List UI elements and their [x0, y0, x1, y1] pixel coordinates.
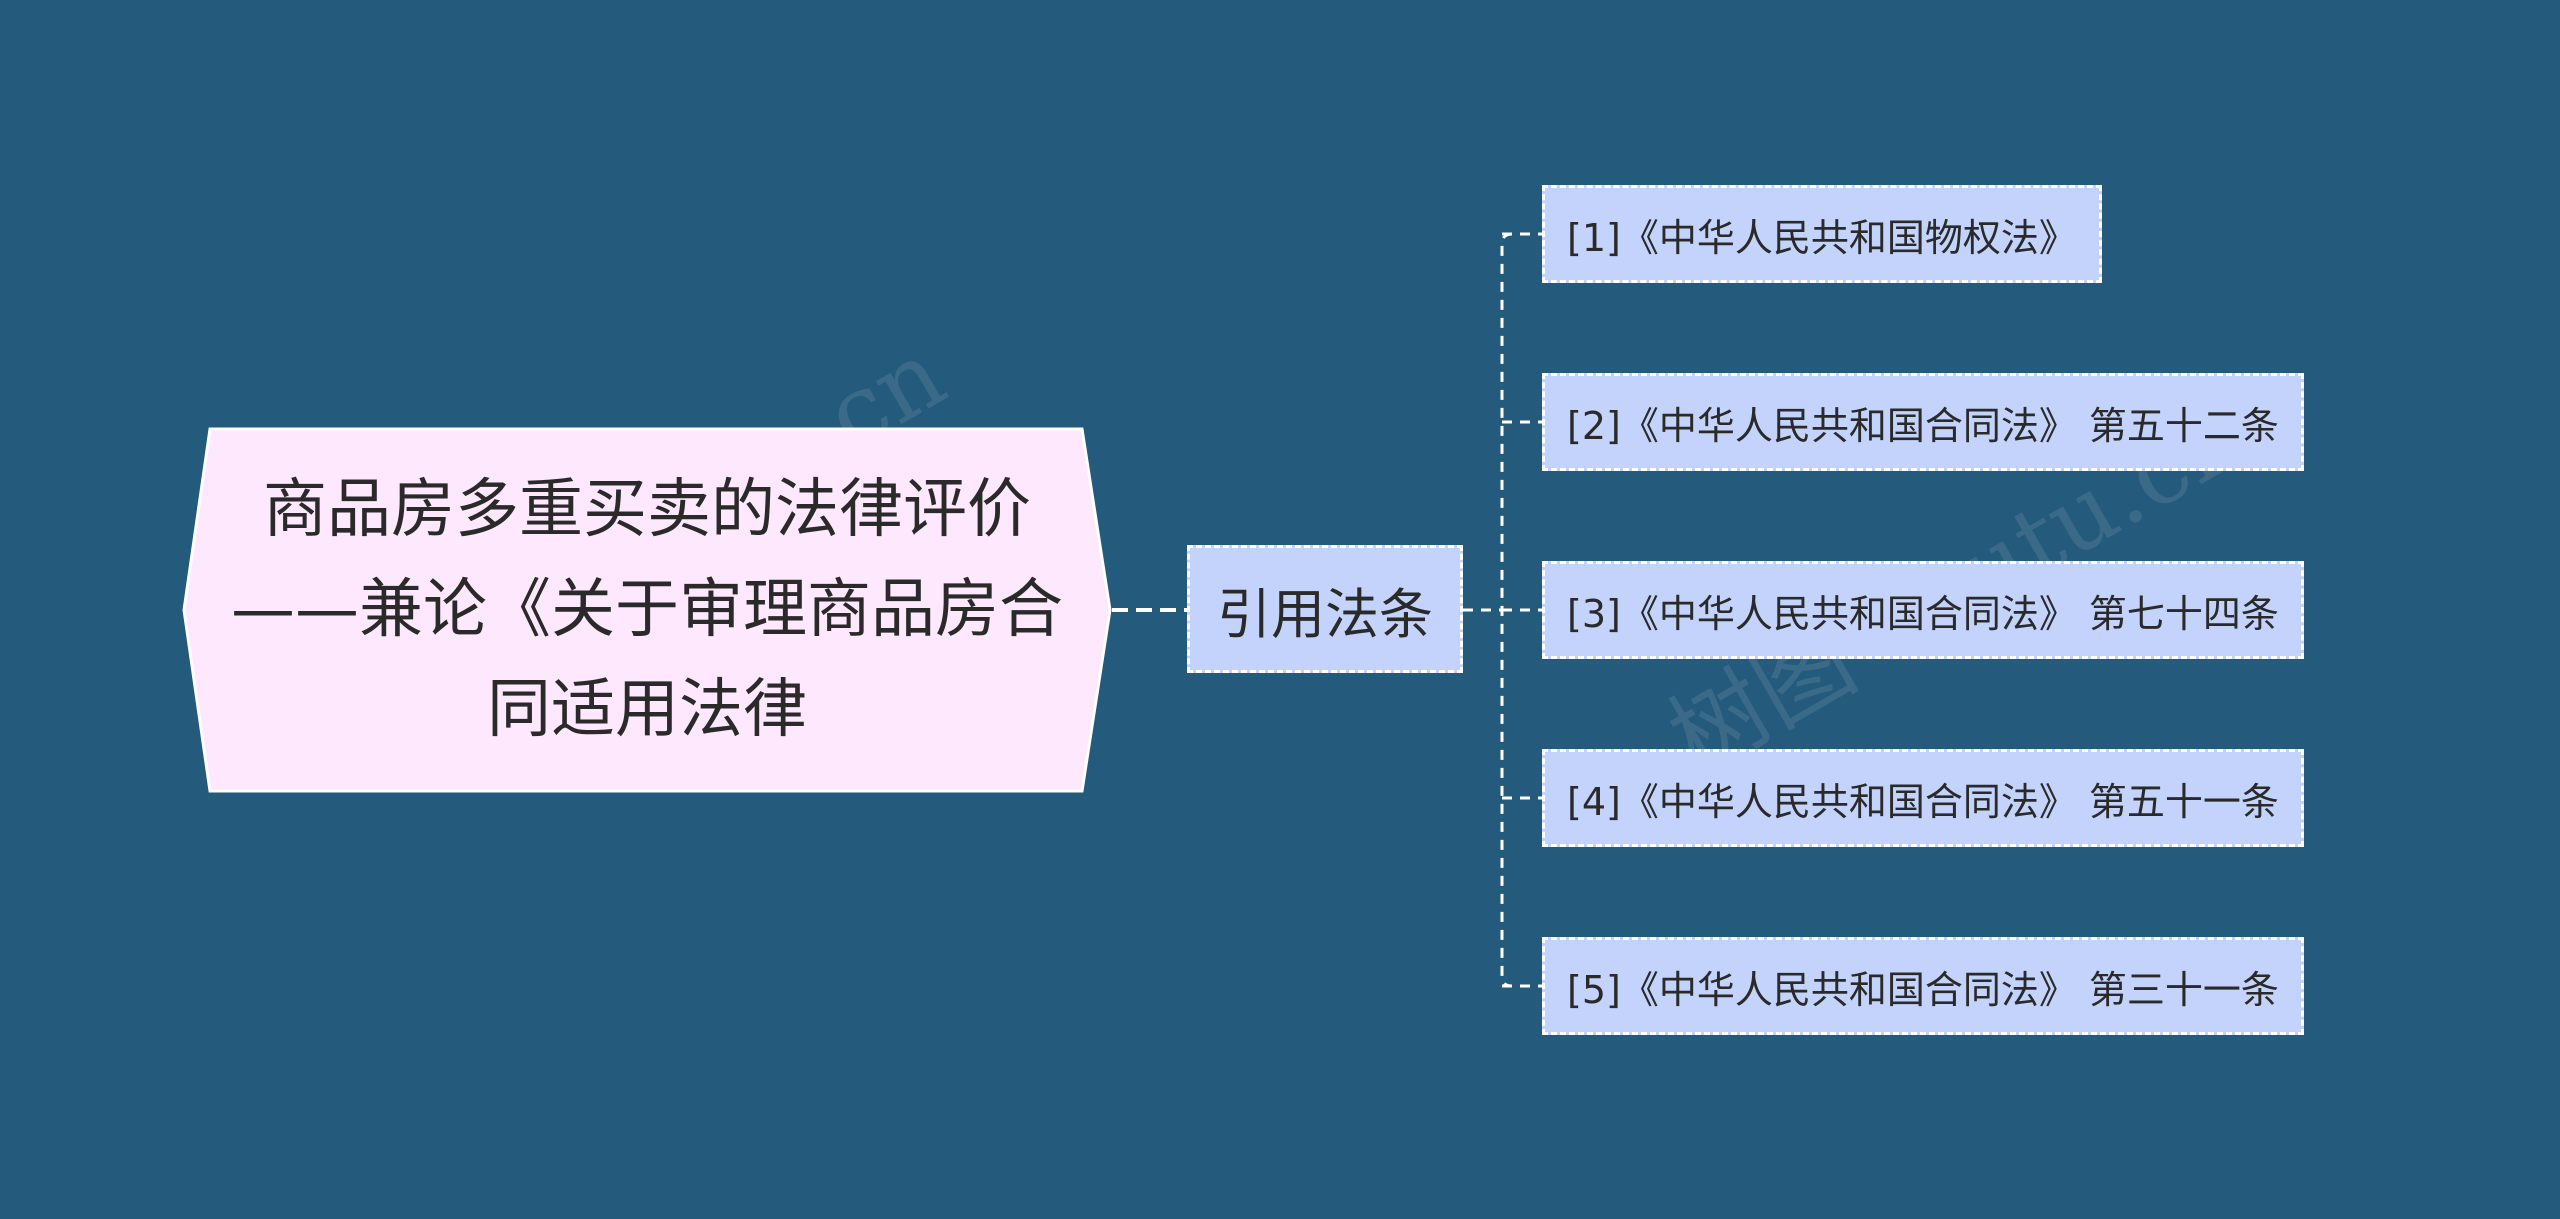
leaf-node-1[interactable]: [1]《中华人民共和国物权法》	[1542, 185, 2102, 283]
leaf-node-text: [3]《中华人民共和国合同法》 第七十四条	[1567, 591, 2279, 636]
branch-node-label: 引用法条	[1217, 582, 1433, 646]
leaf-node-4[interactable]: [4]《中华人民共和国合同法》 第五十一条	[1542, 749, 2304, 847]
leaf-node-text: [1]《中华人民共和国物权法》	[1567, 215, 2077, 260]
root-topic-shape	[182, 427, 1112, 793]
leaf-node-5[interactable]: [5]《中华人民共和国合同法》 第三十一条	[1542, 937, 2304, 1035]
root-topic-text: 商品房多重买卖的法律评价——兼论《关于审理商品房合同适用法律	[231, 473, 1063, 747]
root-topic-node[interactable]: 商品房多重买卖的法律评价——兼论《关于审理商品房合同适用法律	[182, 425, 1112, 795]
leaf-node-2[interactable]: [2]《中华人民共和国合同法》 第五十二条	[1542, 373, 2304, 471]
leaf-node-text: [5]《中华人民共和国合同法》 第三十一条	[1567, 967, 2279, 1012]
leaf-node-text: [4]《中华人民共和国合同法》 第五十一条	[1567, 779, 2279, 824]
branch-node-cited-laws[interactable]: 引用法条	[1187, 545, 1463, 673]
leaf-node-3[interactable]: [3]《中华人民共和国合同法》 第七十四条	[1542, 561, 2304, 659]
leaf-node-text: [2]《中华人民共和国合同法》 第五十二条	[1567, 403, 2279, 448]
